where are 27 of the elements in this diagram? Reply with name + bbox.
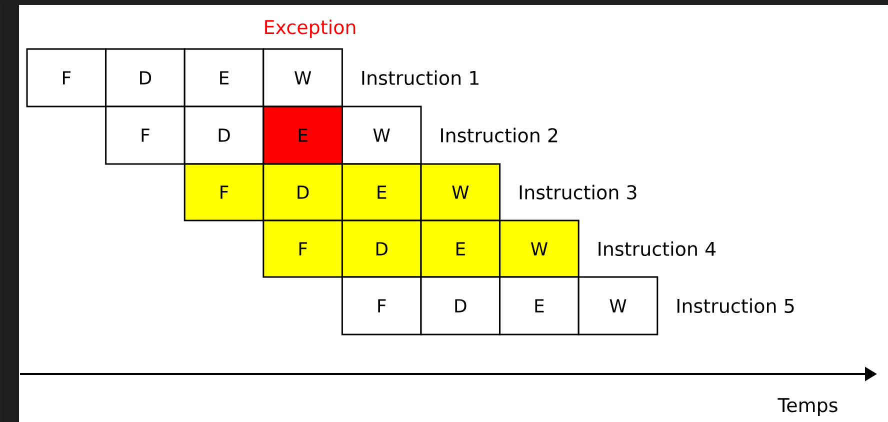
instruction-label: Instruction 5	[677, 298, 794, 314]
stage-cell: F	[105, 106, 186, 165]
exception-label: Exception	[265, 20, 356, 38]
stage-cell: F	[26, 48, 107, 108]
stage-cell: W	[499, 220, 580, 278]
stage-cell: W	[420, 163, 501, 222]
stage-cell: F	[341, 276, 422, 336]
instruction-label: Instruction 3	[520, 184, 636, 200]
stage-cell: D	[341, 220, 422, 278]
stage-cell: D	[420, 276, 501, 336]
stage-cell: E	[499, 276, 580, 336]
stage-cell: E	[262, 106, 343, 165]
stage-cell: W	[262, 48, 343, 108]
instruction-label: Instruction 1	[362, 70, 478, 86]
stage-cell: E	[184, 48, 264, 108]
stage-cell: D	[262, 163, 343, 222]
instruction-label: Instruction 4	[598, 241, 716, 256]
stage-cell: W	[341, 106, 422, 165]
stage-cell: E	[420, 220, 501, 278]
instruction-label: Instruction 2	[441, 128, 558, 142]
stage-cell: F	[184, 163, 264, 222]
stage-cell: D	[105, 48, 186, 108]
axis-label: Temps	[778, 398, 838, 416]
stage-cell: D	[184, 106, 264, 165]
stage-cell: W	[578, 276, 658, 336]
stage-cell: F	[262, 220, 343, 278]
stage-cell: E	[341, 163, 422, 222]
